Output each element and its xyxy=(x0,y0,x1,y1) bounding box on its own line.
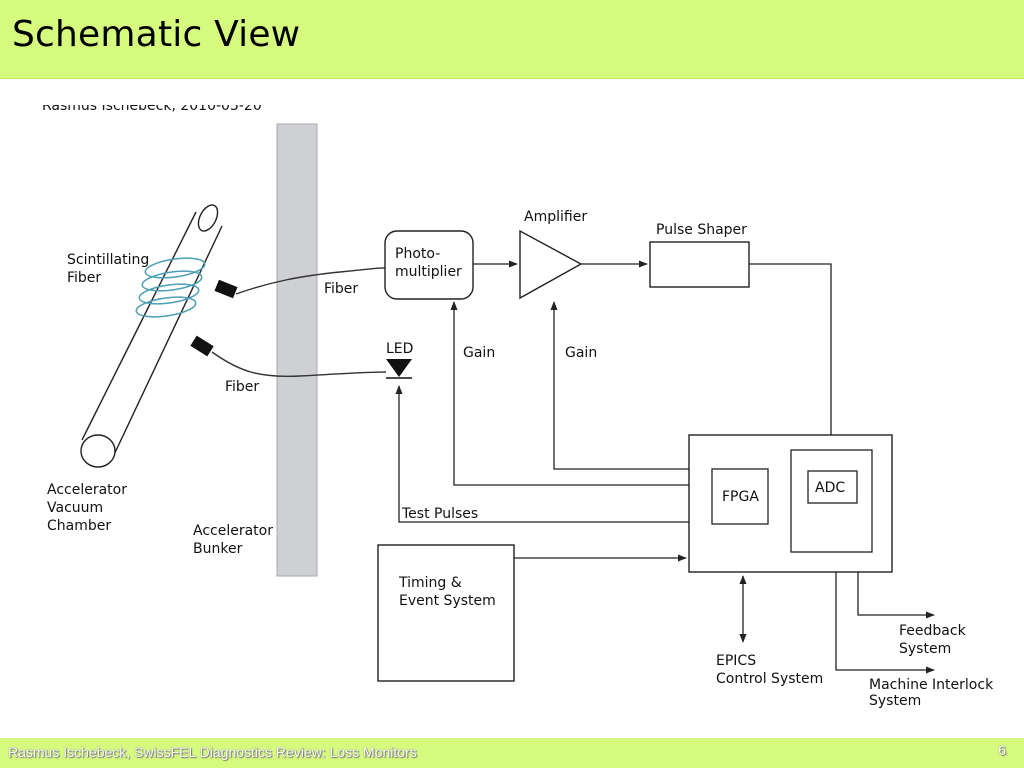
label-machine-interlock: Machine Interlock System xyxy=(869,677,998,709)
label-timing-event: Timing & Event System xyxy=(398,575,496,609)
pulse-shaper-box xyxy=(649,241,750,288)
arrow-feedback xyxy=(857,572,935,619)
label-epics: EPICS Control System xyxy=(716,653,823,687)
label-bunker: Accelerator Bunker xyxy=(193,523,277,557)
arrow-gain-amp xyxy=(550,301,689,470)
label-scintillating-fiber: Scintillating Fiber xyxy=(67,252,154,286)
label-fpga: FPGA xyxy=(722,489,759,505)
fiber-line-bottom xyxy=(211,351,387,378)
label-photomultiplier: Photo- multiplier xyxy=(395,246,462,280)
label-amplifier: Amplifier xyxy=(524,209,587,225)
label-vacuum-chamber: Accelerator Vacuum Chamber xyxy=(47,482,131,534)
adc-box xyxy=(807,470,858,504)
label-test-pulses: Test Pulses xyxy=(401,506,478,522)
fiber-line-top xyxy=(235,267,387,295)
photomultiplier-box xyxy=(384,230,474,300)
label-pulse-shaper: Pulse Shaper xyxy=(656,222,747,238)
slide-footer: Rasmus Ischebeck, SwissFEL Diagnostics R… xyxy=(0,738,1024,768)
label-gain-pm: Gain xyxy=(463,345,495,361)
label-gain-amp: Gain xyxy=(565,345,597,361)
footer-text: Rasmus Ischebeck, SwissFEL Diagnostics R… xyxy=(8,744,417,760)
fpga-box xyxy=(711,468,769,525)
timing-event-box xyxy=(377,544,515,682)
arrow-shaper-to-adc xyxy=(749,263,835,470)
amplifier-triangle xyxy=(519,229,583,300)
label-fiber-bottom: Fiber xyxy=(225,379,259,395)
label-feedback: Feedback System xyxy=(899,623,970,657)
label-adc: ADC xyxy=(815,480,845,496)
arrow-gain-pm xyxy=(450,301,689,486)
fiber-connector-bottom xyxy=(190,335,214,357)
scintillating-fiber-coil xyxy=(135,257,206,318)
accelerator-bunker-wall xyxy=(276,123,318,577)
arrow-test-pulses xyxy=(395,385,689,523)
arrow-interlock xyxy=(835,572,935,674)
slide-title: Schematic View xyxy=(12,14,301,55)
fiber-connector-top xyxy=(214,279,238,299)
led-symbol xyxy=(386,359,412,379)
page-number: 6 xyxy=(998,742,1006,758)
label-fiber-top: Fiber xyxy=(324,281,358,297)
label-led: LED xyxy=(386,341,413,357)
slide-header: Schematic View xyxy=(0,0,1024,79)
vacuum-chamber-tube xyxy=(80,204,223,468)
